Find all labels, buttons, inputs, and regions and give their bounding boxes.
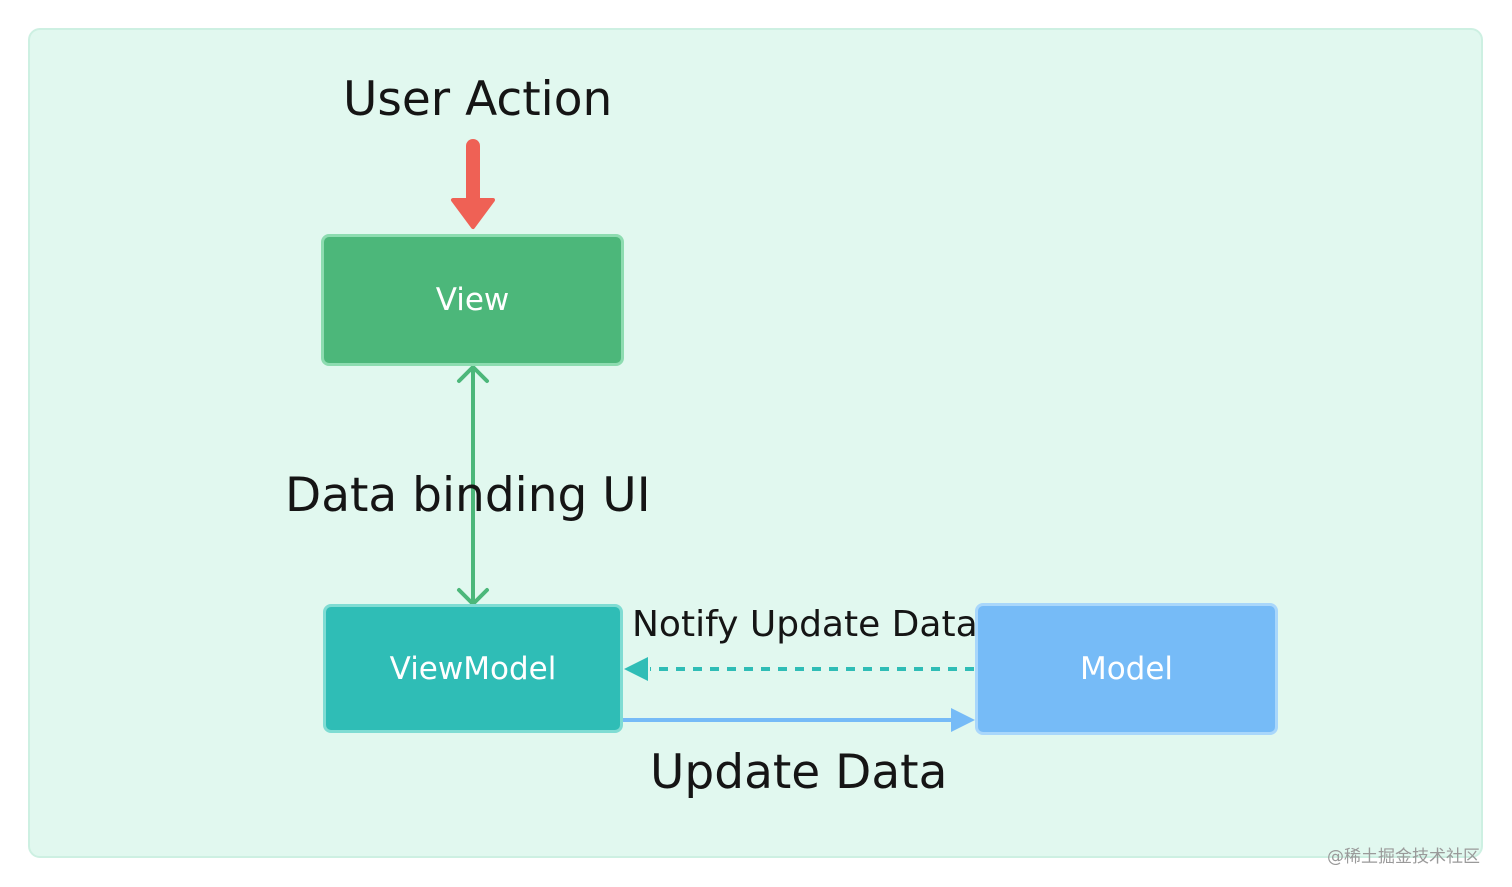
data-binding-label: Data binding UI (285, 468, 651, 523)
update-data-arrow (623, 708, 975, 732)
notify-update-label: Notify Update Data (632, 604, 978, 645)
update-data-label: Update Data (650, 745, 948, 800)
model-node: Model (975, 603, 1278, 735)
viewmodel-node: ViewModel (323, 604, 623, 733)
model-node-label: Model (1079, 651, 1174, 687)
watermark: @稀土掘金技术社区 (1327, 847, 1480, 867)
view-node-label: View (435, 282, 510, 318)
user-action-arrow (451, 139, 495, 229)
view-node: View (321, 234, 624, 366)
notify-update-arrow (624, 657, 974, 681)
viewmodel-node-label: ViewModel (389, 650, 557, 687)
user-action-label: User Action (343, 72, 613, 127)
